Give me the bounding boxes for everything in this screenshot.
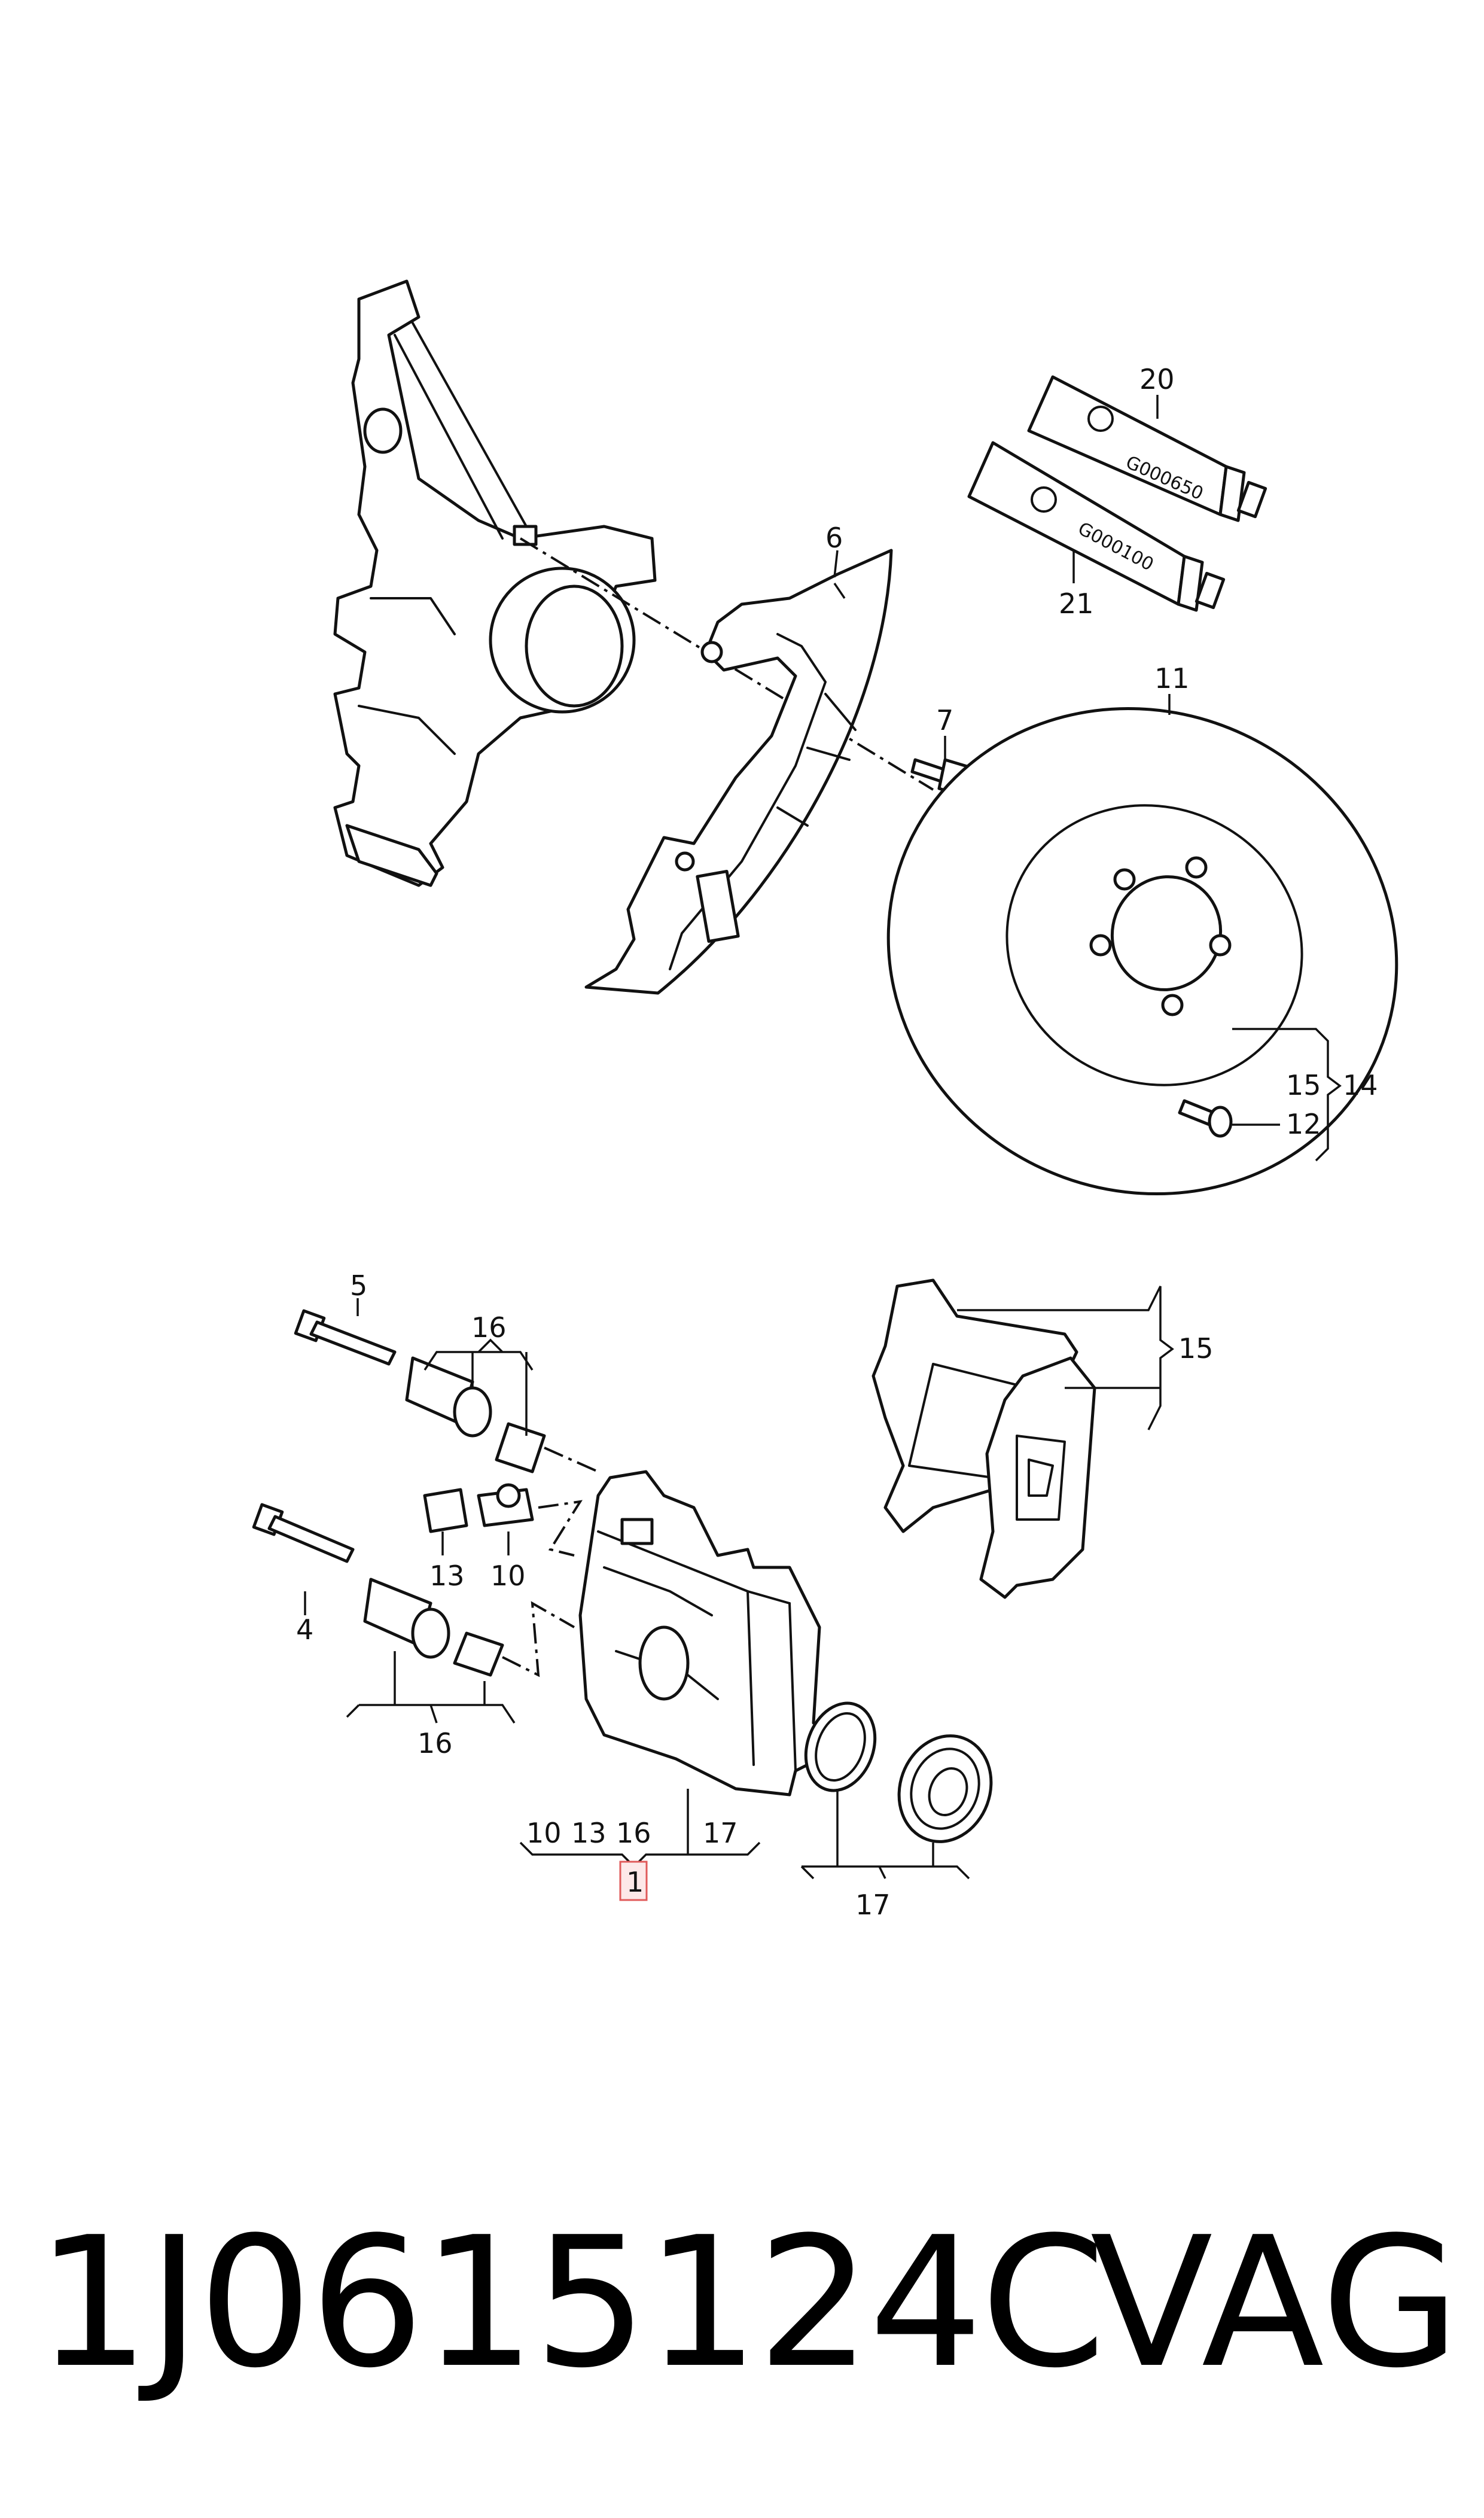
callout-21: 21 xyxy=(1059,587,1094,620)
callout-4: 4 xyxy=(296,1613,313,1646)
brake-pad-inner xyxy=(979,1356,1096,1599)
assembly-line-lower xyxy=(502,1601,575,1677)
callout-12: 12 xyxy=(1286,1108,1321,1140)
callout-labels: 6 7 11 20 21 15 14 12 15 5 16 4 13 10 16… xyxy=(296,363,1378,1921)
callout-11: 11 xyxy=(1154,662,1190,695)
steering-knuckle xyxy=(333,279,657,887)
assembly-line-upper xyxy=(544,1447,599,1473)
brake-disc xyxy=(886,707,1398,1196)
exploded-parts-diagram: G000650 G000100 xyxy=(252,279,1398,1921)
highlight-box-1 xyxy=(619,1861,648,1901)
group-1-label-13: 13 xyxy=(571,1817,607,1849)
brake-caliper xyxy=(578,1470,827,1797)
bleeder-valve-10 xyxy=(477,1483,534,1527)
group-1-label-10: 10 xyxy=(526,1817,562,1849)
group-1-label-17: 17 xyxy=(703,1817,738,1849)
axis-centerline-upper xyxy=(519,537,934,791)
assembly-line-bleeder xyxy=(538,1500,583,1557)
caliper-bolt-4 xyxy=(252,1503,355,1563)
callout-13: 13 xyxy=(429,1560,465,1592)
callout-5: 5 xyxy=(350,1269,367,1302)
piston-seal-17 xyxy=(804,1701,877,1792)
callout-15-pads: 15 xyxy=(1178,1332,1214,1365)
guide-bushing-lower xyxy=(363,1578,504,1677)
dust-boot-17 xyxy=(897,1734,993,1843)
disc-screw-12 xyxy=(1178,1099,1233,1138)
dust-cap-13 xyxy=(423,1488,468,1533)
part-number: 1J0615124C xyxy=(36,2199,1106,2407)
callout-16-lower: 16 xyxy=(418,1727,453,1759)
callout-10: 10 xyxy=(490,1560,526,1592)
brand-name: VAG xyxy=(1090,2199,1460,2407)
brake-splash-shield xyxy=(584,549,893,995)
callout-6: 6 xyxy=(825,522,843,554)
group-1-label-16: 16 xyxy=(616,1817,651,1849)
callout-1: 1 xyxy=(626,1866,644,1898)
callout-20: 20 xyxy=(1139,363,1175,395)
callout-14: 14 xyxy=(1343,1069,1378,1101)
callout-7: 7 xyxy=(936,704,953,736)
callout-16-upper: 16 xyxy=(471,1311,507,1344)
callout-17-seals: 17 xyxy=(855,1889,891,1921)
brake-pad-outer xyxy=(871,1278,1078,1533)
callout-15-disc: 15 xyxy=(1286,1069,1321,1101)
guide-bushing-upper xyxy=(405,1356,546,1473)
caliper-bolt-5 xyxy=(294,1309,397,1366)
